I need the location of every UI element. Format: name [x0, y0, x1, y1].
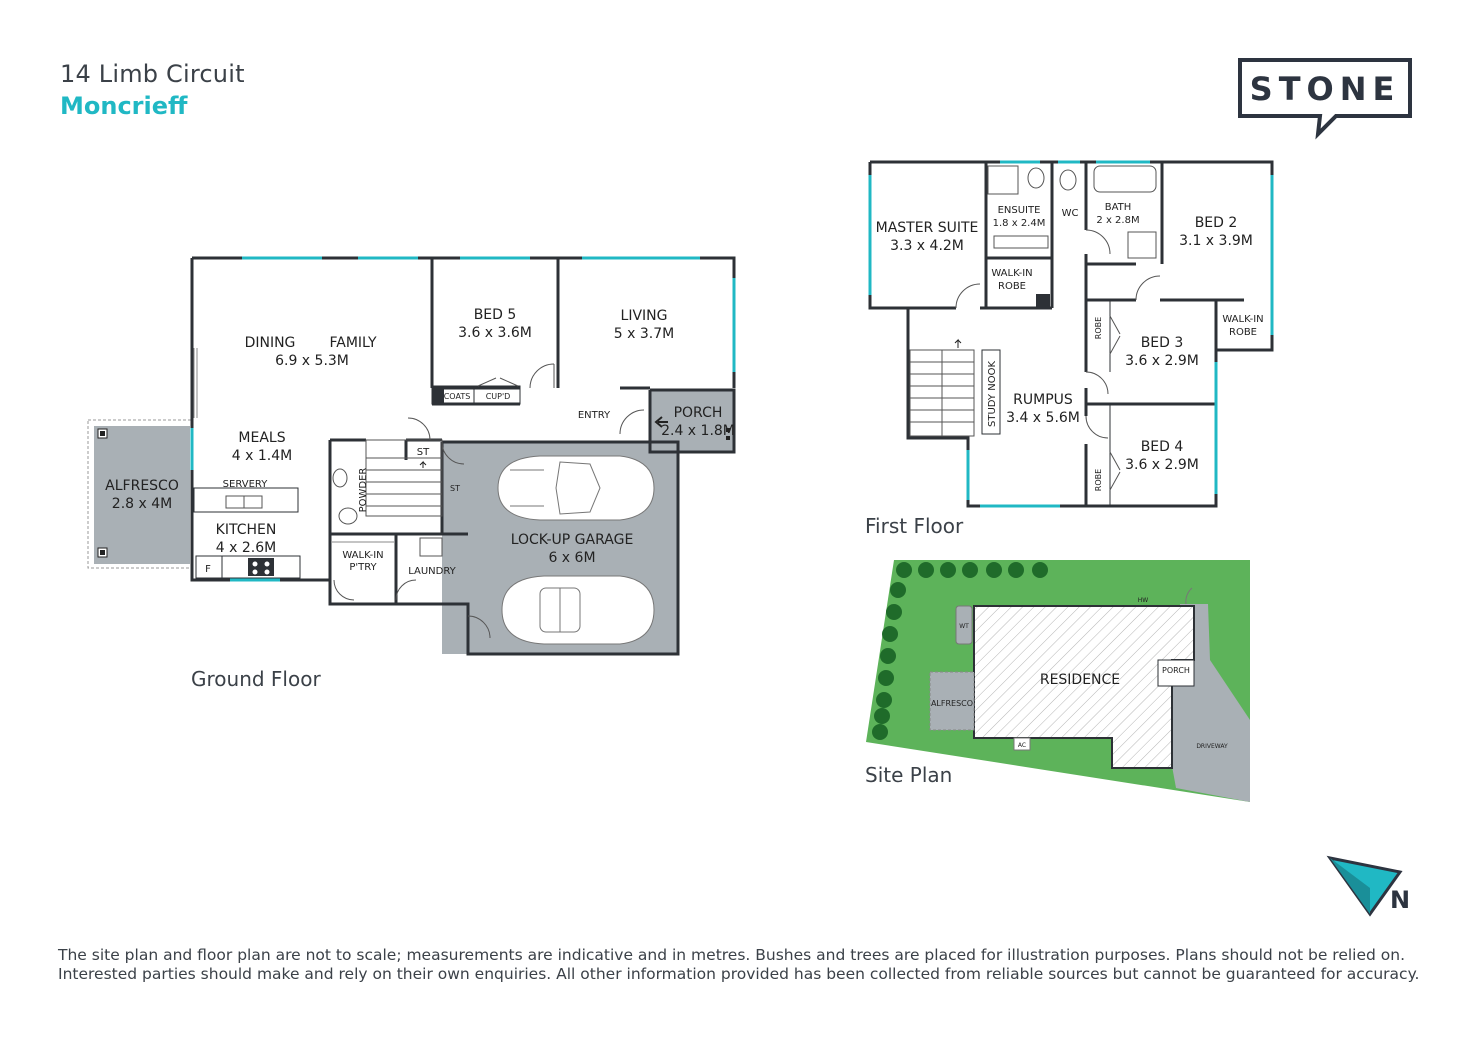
- st-label-2: ST: [450, 484, 460, 493]
- walkin-robe-label-2: ROBE: [998, 281, 1026, 292]
- walkin-pantry-label-2: P'TRY: [349, 562, 377, 573]
- alfresco-label: ALFRESCO: [105, 478, 179, 494]
- walkin-robe2-label-1: WALK-IN: [1222, 314, 1263, 325]
- walkin-pantry-label-1: WALK-IN: [342, 550, 383, 561]
- garage-label: LOCK-UP GARAGE: [511, 532, 634, 548]
- site-porch: [1157, 659, 1195, 687]
- property-address: 14 Limb Circuit: [60, 60, 245, 88]
- bushes: [872, 562, 1048, 740]
- robe-label-b: ROBE: [1094, 469, 1103, 491]
- bath-label: BATH: [1105, 202, 1132, 213]
- first-floor-plan: MASTER SUITE 3.3 x 4.2M ENSUITE 1.8 x 2.…: [868, 160, 1274, 508]
- residence-label: RESIDENCE: [1040, 672, 1120, 688]
- alfresco-fill: [94, 426, 190, 564]
- site-plan-title: Site Plan: [865, 763, 953, 787]
- study-nook-label: STUDY NOOK: [987, 361, 998, 427]
- ac-label: AC: [1018, 742, 1026, 749]
- wt-label: WT: [959, 623, 969, 630]
- cupd-label: CUP'D: [486, 392, 511, 401]
- logo-text: STONE: [1250, 70, 1401, 108]
- first-floor-title: First Floor: [865, 514, 964, 538]
- bed3-dims: 3.6 x 2.9M: [1125, 353, 1199, 369]
- dining-label: DINING: [245, 335, 296, 351]
- rumpus-dims: 3.4 x 5.6M: [1006, 410, 1080, 426]
- living-label: LIVING: [621, 308, 668, 324]
- bath-dims: 2 x 2.8M: [1096, 215, 1139, 226]
- ground-floor-plan: DINING FAMILY 6.9 x 5.3M BED 5 3.6 x 3.6…: [87, 256, 736, 656]
- bed4-dims: 3.6 x 2.9M: [1125, 457, 1199, 473]
- hw-label: HW: [1138, 597, 1149, 604]
- meals-label: MEALS: [238, 430, 285, 446]
- site-alfresco-label: ALFRESCO: [931, 699, 973, 708]
- water-tank: [955, 605, 973, 645]
- family-label: FAMILY: [329, 335, 376, 351]
- site-alfresco: [929, 671, 975, 731]
- walkin-robe2-label-2: ROBE: [1229, 327, 1257, 338]
- north-arrow-icon: N: [1326, 855, 1410, 917]
- st-label-1: ST: [417, 447, 430, 458]
- site-plan: RESIDENCE PORCH ALFRESCO DRIVEWAY HW WT …: [866, 560, 1250, 802]
- alfresco-dims: 2.8 x 4M: [112, 496, 172, 512]
- ac-unit: [1013, 737, 1031, 751]
- dining-family-dims: 6.9 x 5.3M: [275, 353, 349, 369]
- porch-label: PORCH: [674, 405, 723, 421]
- kitchen-label: KITCHEN: [216, 522, 277, 538]
- bed5-dims: 3.6 x 3.6M: [458, 325, 532, 341]
- ensuite-dims: 1.8 x 2.4M: [993, 218, 1046, 229]
- meals-dims: 4 x 1.4M: [232, 448, 292, 464]
- ground-floor-title: Ground Floor: [191, 667, 321, 691]
- garage-dims: 6 x 6M: [548, 550, 595, 566]
- laundry-label: LAUNDRY: [408, 566, 456, 577]
- robe-label-a: ROBE: [1094, 317, 1103, 339]
- wc-label: WC: [1062, 208, 1079, 219]
- bed2-label: BED 2: [1195, 215, 1238, 231]
- powder-label: POWDER: [358, 468, 369, 513]
- coats-label: COATS: [444, 392, 471, 401]
- disclaimer-line-2: Interested parties should make and rely …: [58, 965, 1420, 983]
- walkin-robe-label-1: WALK-IN: [991, 268, 1032, 279]
- living-dims: 5 x 3.7M: [614, 326, 674, 342]
- driveway-label: DRIVEWAY: [1196, 743, 1228, 750]
- fridge-label: F: [205, 564, 211, 575]
- servery-label: SERVERY: [223, 479, 269, 490]
- bed4-label: BED 4: [1141, 439, 1184, 455]
- rumpus-label: RUMPUS: [1013, 392, 1073, 408]
- property-suburb: Moncrieff: [60, 92, 188, 120]
- master-suite-dims: 3.3 x 4.2M: [890, 238, 964, 254]
- ensuite-label: ENSUITE: [998, 205, 1041, 216]
- entry-label: ENTRY: [578, 410, 611, 421]
- disclaimer: The site plan and floor plan are not to …: [58, 946, 1438, 984]
- disclaimer-line-1: The site plan and floor plan are not to …: [58, 946, 1406, 964]
- porch-dims: 2.4 x 1.8M: [661, 423, 735, 439]
- bed2-dims: 3.1 x 3.9M: [1179, 233, 1253, 249]
- compass-letter: N: [1390, 886, 1410, 914]
- site-porch-label: PORCH: [1162, 666, 1190, 675]
- kitchen-dims: 4 x 2.6M: [216, 540, 276, 556]
- car-top: [497, 455, 655, 521]
- master-suite-label: MASTER SUITE: [876, 220, 979, 236]
- bed5-label: BED 5: [474, 307, 517, 323]
- stone-logo: STONE: [1238, 58, 1414, 144]
- floor-plans-drawing: DINING FAMILY 6.9 x 5.3M BED 5 3.6 x 3.6…: [87, 160, 1410, 917]
- bed3-label: BED 3: [1141, 335, 1184, 351]
- car-bottom: [501, 575, 655, 645]
